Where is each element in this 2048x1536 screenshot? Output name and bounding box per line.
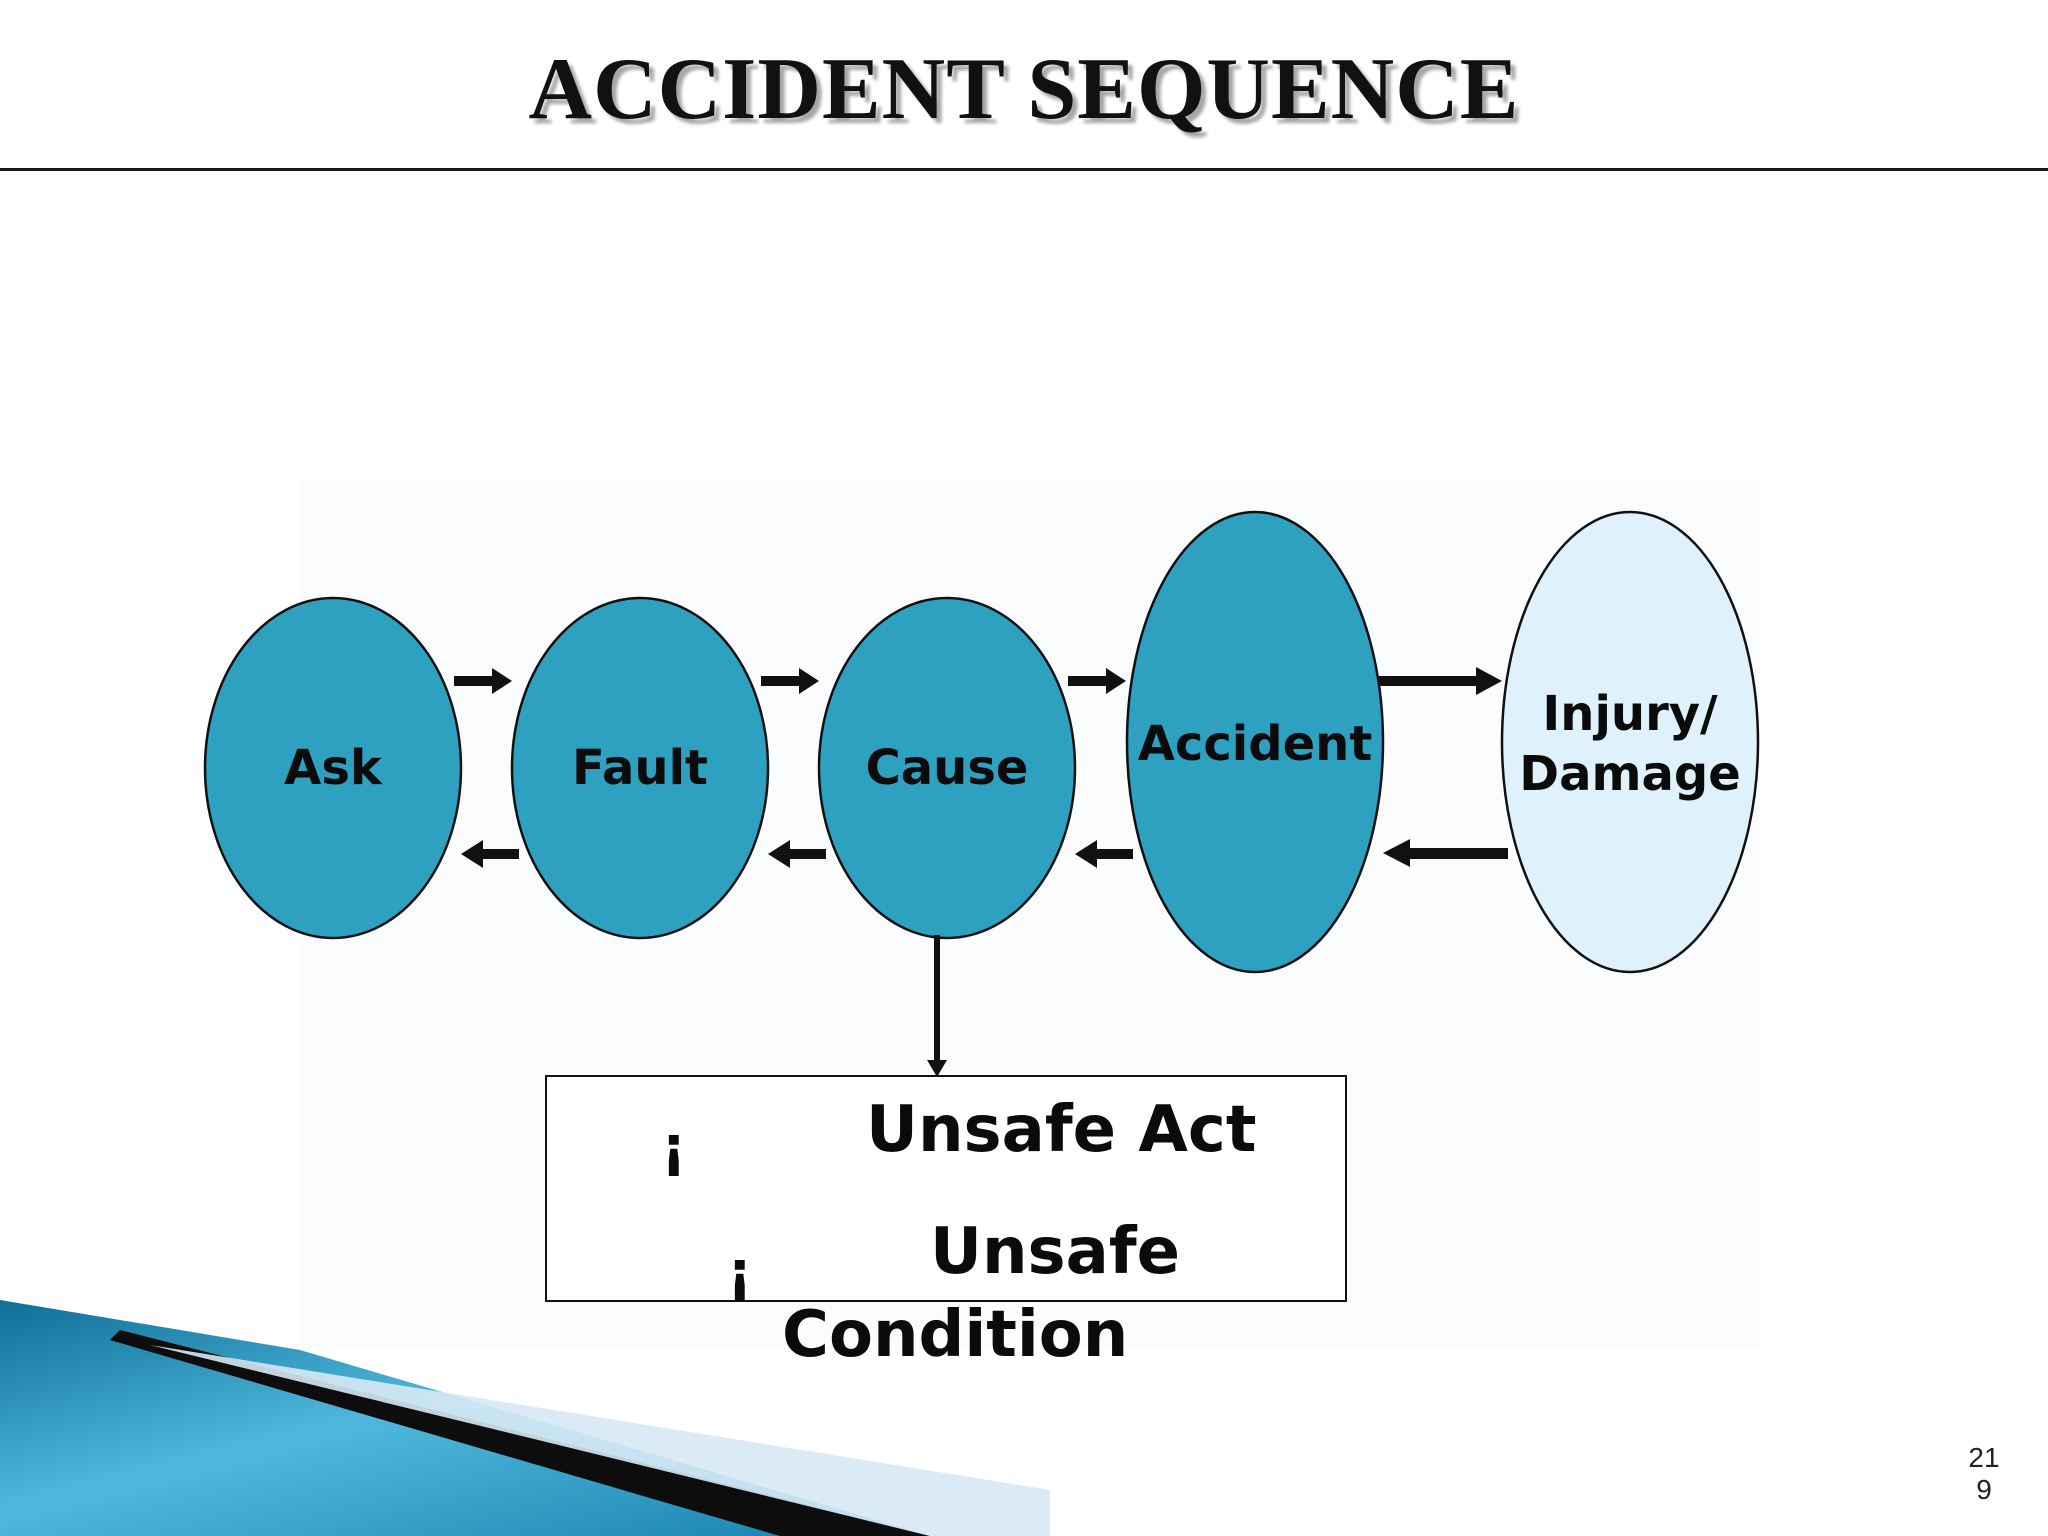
node-damage-label-line2: Damage	[1519, 746, 1741, 802]
bullet-icon: ¡	[661, 1115, 687, 1180]
node-accident-label: Accident	[1137, 716, 1373, 772]
node-fault-label: Fault	[572, 740, 708, 796]
node-cause	[817, 596, 1077, 940]
unsafe-text: Unsafe	[930, 1215, 1181, 1289]
backward-arrows	[461, 839, 1508, 868]
node-accident	[1125, 510, 1385, 974]
page-number-line2: 9	[1976, 1474, 1992, 1505]
node-injury-damage	[1500, 510, 1760, 974]
node-injury-label-line1: Injury/	[1542, 686, 1718, 742]
node-fault	[510, 596, 770, 940]
forward-arrows	[454, 667, 1502, 695]
arrow-fault-to-ask	[461, 840, 519, 868]
arrow-fault-to-cause	[761, 668, 819, 694]
arrow-cause-to-accident	[1068, 668, 1126, 694]
arrow-accident-to-injury	[1378, 667, 1502, 695]
arrow-injury-to-accident	[1383, 839, 1508, 867]
node-cause-label: Cause	[865, 740, 1029, 796]
causes-box	[545, 1075, 1347, 1302]
node-ask-label: Ask	[284, 740, 382, 796]
arrow-ask-to-fault	[454, 668, 512, 694]
corner-light-stripe	[150, 1345, 1050, 1536]
arrow-cause-to-fault	[768, 840, 826, 868]
slide-title: ACCIDENT SEQUENCE	[528, 41, 1520, 138]
page-number-line1: 21	[1968, 1442, 2000, 1473]
title-divider	[0, 168, 2048, 171]
arrow-accident-to-cause	[1075, 840, 1133, 868]
bullet-icon: ¡	[727, 1240, 753, 1305]
arrow-cause-to-box	[927, 935, 947, 1077]
node-ask	[203, 596, 463, 940]
unsafe-act-text: Unsafe Act	[866, 1093, 1257, 1167]
condition-text: Condition	[782, 1298, 1129, 1372]
page-number: 21 9	[1958, 1442, 2010, 1506]
corner-decoration	[0, 1300, 1050, 1536]
